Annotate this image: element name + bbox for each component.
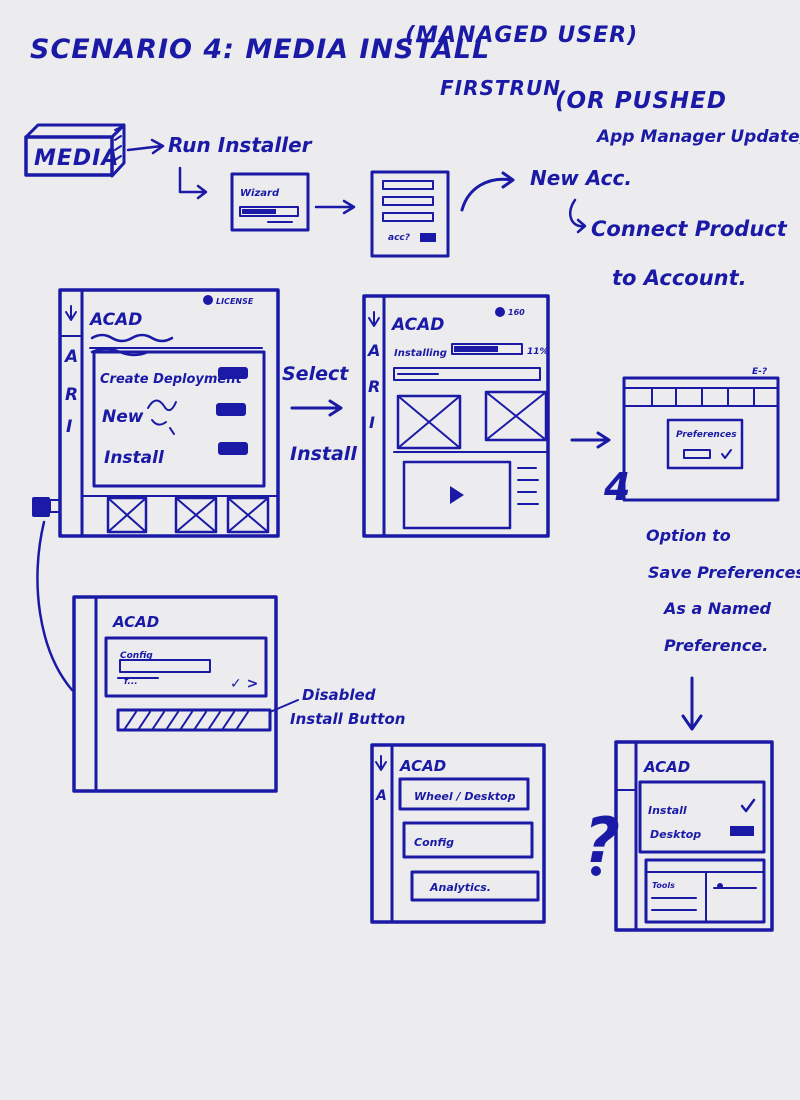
step-number-4: 4 bbox=[603, 465, 630, 509]
media-box: MEDIA bbox=[24, 123, 126, 178]
launch-app-title: ACAD bbox=[88, 310, 142, 330]
installing-screen-sketch: A R I ACAD 160 Installing 11% bbox=[362, 294, 550, 538]
arrow-to-new-account bbox=[460, 171, 515, 212]
connect-product-label: Connect Product bbox=[591, 217, 788, 241]
rail-label-r: R bbox=[65, 385, 78, 405]
final-panel-label: Tools bbox=[652, 881, 675, 890]
config-field-label: Config bbox=[120, 651, 153, 661]
image-placeholder-icon bbox=[226, 496, 270, 534]
arrow-media-to-installer bbox=[126, 138, 165, 155]
rail-label-i: I bbox=[369, 413, 375, 432]
arrow-installer-to-login bbox=[314, 199, 356, 215]
image-placeholder-icon bbox=[484, 390, 548, 442]
title-block: SCENARIO 4: MEDIA INSTALL (MANAGED USER)… bbox=[30, 23, 800, 147]
window-corner-label: E-? bbox=[752, 367, 767, 377]
rail-label-a: A bbox=[375, 788, 387, 804]
rail-label-r: R bbox=[368, 377, 380, 396]
option-create-deployment: Create Deployment bbox=[100, 372, 242, 387]
preferences-note: Option to Save Preferences As a Named Pr… bbox=[646, 526, 800, 655]
login-form-sketch: acc? bbox=[370, 170, 450, 258]
launch-screen-sketch: A R I ACAD LICENSE Create Deployment New… bbox=[58, 288, 280, 538]
config-field-value: f... bbox=[124, 677, 138, 687]
image-placeholder-icon bbox=[396, 394, 462, 450]
hook-arrow-icon bbox=[178, 166, 208, 200]
arrow-to-preferences bbox=[570, 431, 611, 449]
login-hint: acc? bbox=[388, 233, 410, 243]
new-account-label: New Acc. bbox=[530, 166, 632, 190]
option-new: New bbox=[102, 407, 144, 427]
final-install-label: Install bbox=[648, 804, 687, 817]
media-label: MEDIA bbox=[34, 146, 119, 171]
arrow-select-install bbox=[290, 399, 343, 417]
install-label: Install bbox=[290, 443, 357, 465]
install-button-label: Install Button bbox=[290, 710, 405, 728]
title-paren-managed-user: (MANAGED USER) bbox=[405, 23, 638, 48]
curve-connector bbox=[36, 520, 74, 692]
license-badge: LICENSE bbox=[216, 297, 254, 306]
title-paren-pushed: (OR PUSHED bbox=[555, 88, 727, 114]
installing-badge: 160 bbox=[508, 308, 525, 317]
to-account-label: to Account. bbox=[612, 266, 747, 290]
option-install: Install bbox=[104, 448, 165, 468]
option-row-1: Wheel / Desktop bbox=[414, 790, 516, 803]
installer-dialog-sketch: Wizard bbox=[230, 172, 310, 232]
installing-label: Installing bbox=[394, 348, 447, 359]
image-placeholder-icon bbox=[174, 496, 218, 534]
preferences-dialog-title: Preferences bbox=[676, 430, 737, 440]
question-mark: ? bbox=[584, 804, 620, 877]
final-desktop-label: Desktop bbox=[650, 828, 701, 841]
installing-app-title: ACAD bbox=[390, 315, 444, 335]
final-app-title: ACAD bbox=[643, 758, 690, 776]
final-install-screen-sketch: ACAD Install Desktop Tools bbox=[614, 740, 774, 932]
disabled-label: Disabled bbox=[302, 686, 376, 704]
option-row-3: Analytics. bbox=[429, 881, 491, 894]
note-line-1: Option to bbox=[646, 526, 731, 545]
rail-label-a: A bbox=[63, 347, 78, 367]
video-placeholder bbox=[402, 460, 512, 530]
note-line-3: As a Named bbox=[662, 599, 772, 618]
usb-device-icon bbox=[32, 497, 61, 517]
rail-label-i: I bbox=[66, 417, 72, 437]
rail-label-a: A bbox=[366, 341, 380, 360]
disabled-pointer-line bbox=[269, 699, 299, 713]
config-screen-sketch: ACAD Config f... ✓ > bbox=[72, 595, 278, 793]
preferences-screen-sketch: E-? Preferences bbox=[622, 367, 780, 502]
config-next-controls: ✓ > bbox=[230, 676, 258, 692]
installer-dialog-label: Wizard bbox=[240, 188, 280, 199]
title-firstrun: FIRSTRUN bbox=[440, 76, 561, 100]
options-screen-sketch: A ACAD Wheel / Desktop Config Analytics. bbox=[370, 743, 546, 924]
arrow-to-final-screen bbox=[681, 676, 703, 731]
installing-percent: 11% bbox=[527, 347, 549, 357]
options-app-title: ACAD bbox=[399, 757, 446, 775]
play-icon bbox=[450, 486, 464, 504]
select-label: Select bbox=[282, 363, 349, 385]
run-installer-label: Run Installer bbox=[168, 133, 313, 157]
image-placeholder-icon bbox=[106, 496, 148, 534]
scenario-title: SCENARIO 4: MEDIA INSTALL bbox=[30, 34, 490, 65]
option-row-2: Config bbox=[414, 836, 454, 849]
note-line-4: Preference. bbox=[664, 636, 768, 655]
top-flow: MEDIA Run Installer Wizard acc? New Acc. bbox=[24, 123, 788, 290]
config-app-title: ACAD bbox=[112, 613, 159, 631]
note-line-2: Save Preferences bbox=[648, 563, 800, 582]
connect-arrow-icon bbox=[569, 198, 587, 234]
title-app-manager-update: App Manager Update) bbox=[595, 127, 800, 147]
disabled-install-button bbox=[116, 708, 272, 732]
